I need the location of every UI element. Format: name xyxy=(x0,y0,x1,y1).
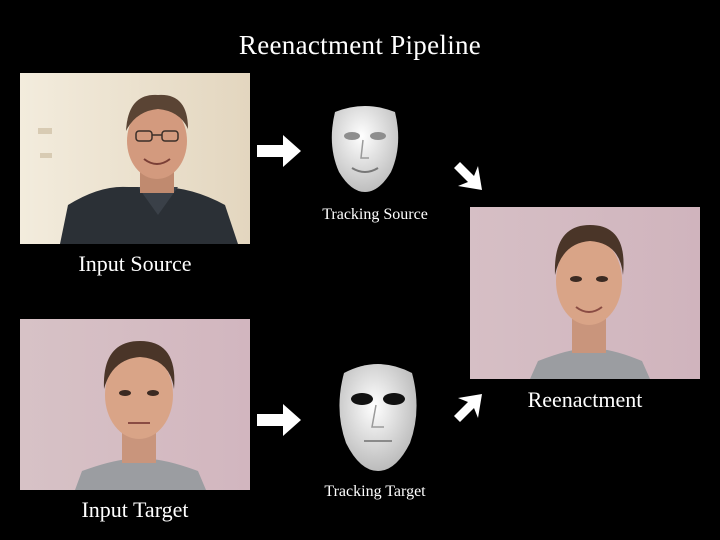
arrow-icon xyxy=(255,402,303,438)
reenactment-photo xyxy=(470,207,700,379)
arrow-icon xyxy=(255,133,303,169)
input-source-label: Input Source xyxy=(78,251,192,276)
tracking-target-label: Tracking Target xyxy=(324,483,426,500)
input-target-label: Input Target xyxy=(81,497,189,522)
reenactment-label: Reenactment xyxy=(527,387,643,412)
tracking-source-label: Tracking Source xyxy=(322,206,428,223)
page-title: Reenactment Pipeline xyxy=(238,30,482,60)
input-source-photo xyxy=(20,73,250,244)
face-mask-icon xyxy=(331,106,399,192)
face-mask-icon xyxy=(339,364,417,471)
arrow-icon xyxy=(450,158,486,194)
arrow-icon xyxy=(450,390,486,426)
input-target-photo xyxy=(20,319,250,490)
tracking-target-mask xyxy=(330,355,425,473)
tracking-source-mask xyxy=(325,100,405,195)
